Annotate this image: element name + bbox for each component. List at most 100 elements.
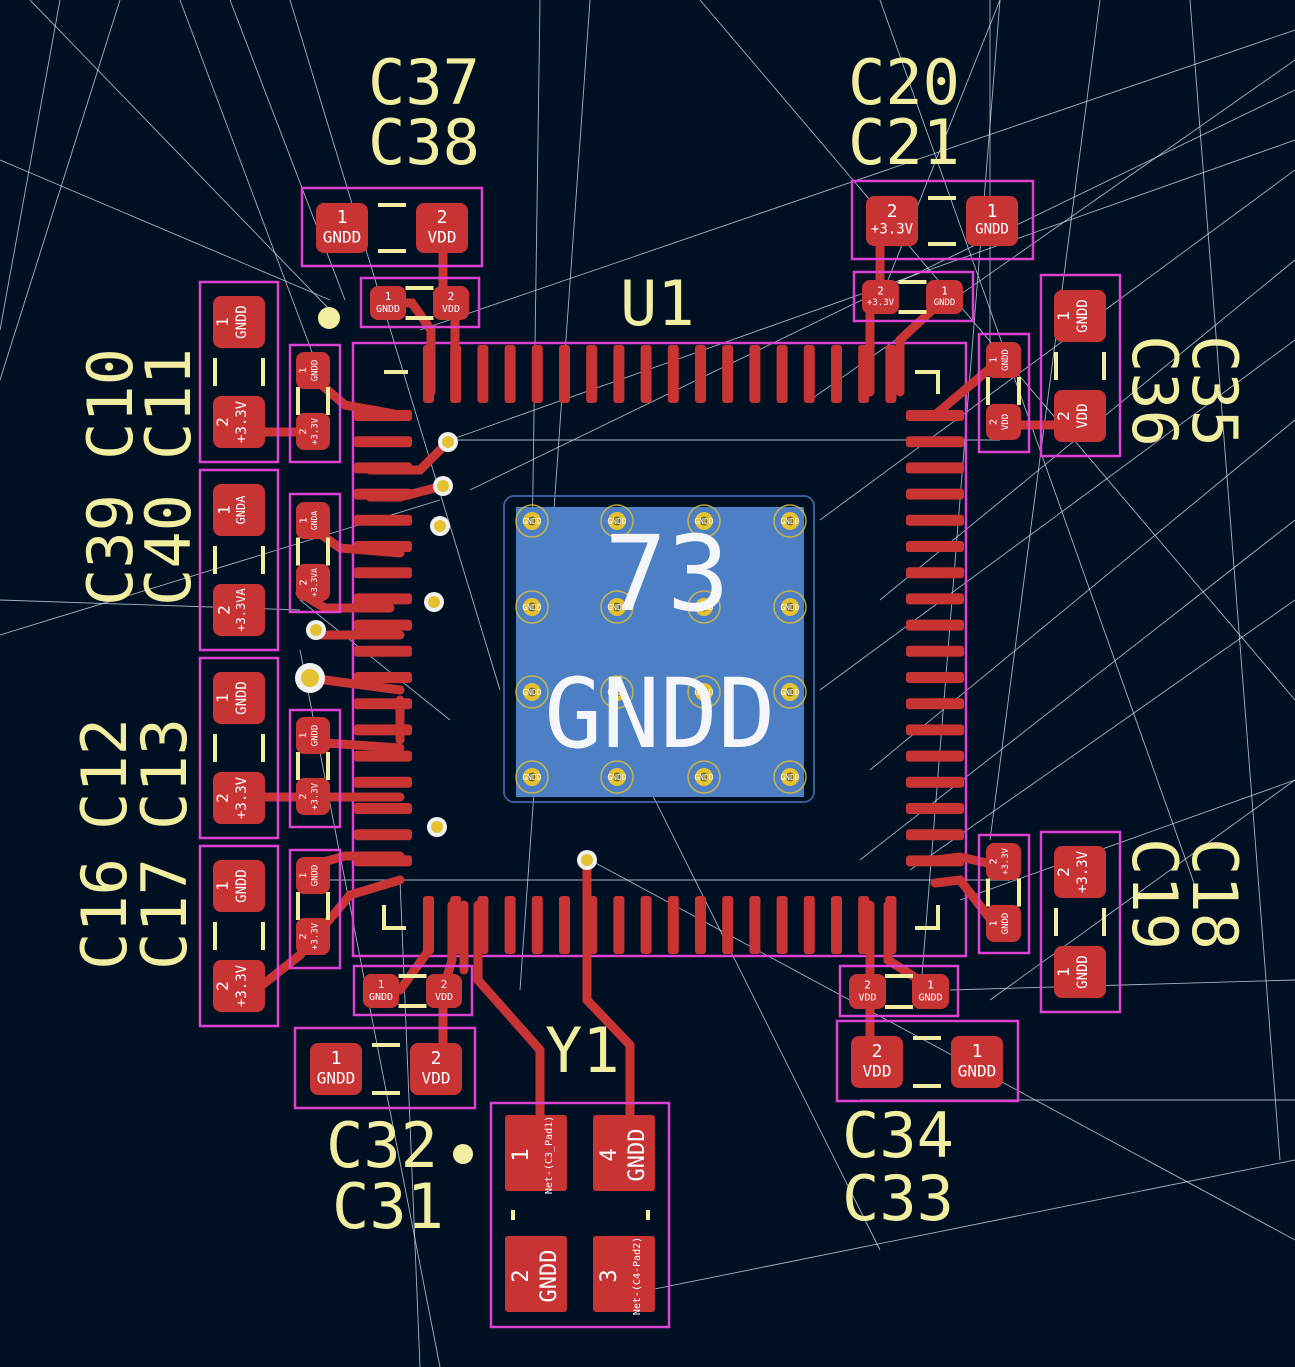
svg-text:2: 2 (988, 858, 999, 864)
svg-text:VDD: VDD (1001, 414, 1011, 430)
svg-text:GNDD: GNDD (1001, 349, 1011, 371)
svg-text:1: 1 (988, 920, 999, 926)
svg-text:1: 1 (298, 732, 309, 738)
svg-text:GNDD: GNDD (1075, 955, 1091, 989)
svg-text:GNDD: GNDD (934, 298, 956, 308)
svg-text:1: 1 (987, 201, 998, 222)
svg-text:1: 1 (972, 1041, 983, 1062)
svg-text:GNDD: GNDD (780, 603, 799, 612)
ref-c10: C10 (74, 348, 147, 460)
svg-text:2: 2 (431, 1048, 442, 1069)
ref-c16: C16 (68, 858, 141, 970)
svg-text:2: 2 (1054, 411, 1073, 421)
svg-text:GNDD: GNDD (607, 603, 626, 612)
ref-c18: C18 (1178, 838, 1251, 950)
svg-text:+3.3V: +3.3V (867, 298, 895, 308)
svg-text:VDD: VDD (858, 993, 876, 1004)
svg-text:VDD: VDD (422, 1068, 451, 1087)
svg-text:GNDD: GNDD (234, 681, 250, 715)
svg-text:2: 2 (213, 793, 232, 803)
svg-text:GNDD: GNDD (607, 773, 626, 782)
svg-text:2: 2 (213, 981, 232, 991)
svg-text:Net-(C3_Pad1): Net-(C3_Pad1) (544, 1116, 555, 1194)
svg-text:+3.3V: +3.3V (1075, 850, 1091, 893)
svg-text:GNDD: GNDD (694, 688, 713, 697)
svg-text:2: 2 (887, 201, 898, 222)
svg-text:1: 1 (927, 979, 934, 992)
svg-text:GNDD: GNDD (234, 869, 250, 903)
svg-text:2: 2 (864, 979, 871, 992)
svg-text:2: 2 (877, 284, 884, 297)
svg-text:GNDD: GNDD (780, 517, 799, 526)
svg-text:GNDD: GNDD (323, 227, 362, 246)
y1-footprint[interactable]: 1 Net-(C3_Pad1) 4 GNDD 2 GNDD 3 Net-(C4-… (489, 1101, 671, 1329)
svg-text:1: 1 (1054, 967, 1073, 977)
svg-text:1: 1 (298, 872, 309, 878)
svg-text:2: 2 (1054, 867, 1073, 877)
svg-text:+3.3V: +3.3V (1001, 847, 1011, 875)
svg-text:VDD: VDD (442, 304, 460, 315)
svg-text:+3.3VA: +3.3VA (234, 588, 248, 632)
ref-c19: C19 (1118, 838, 1191, 950)
svg-text:1: 1 (213, 693, 232, 703)
svg-text:GNDD: GNDD (234, 305, 250, 339)
svg-text:VDD: VDD (428, 227, 457, 246)
svg-text:1: 1 (337, 207, 348, 228)
ref-c34: C34 (842, 1099, 954, 1172)
ref-c21: C21 (848, 106, 960, 179)
svg-text:GNDD: GNDD (918, 993, 942, 1004)
svg-text:GNDD: GNDD (376, 304, 400, 315)
svg-text:2: 2 (437, 207, 448, 228)
vias (295, 432, 597, 870)
svg-text:GNDD: GNDD (694, 603, 713, 612)
svg-text:2: 2 (213, 417, 232, 427)
ref-c33: C33 (842, 1162, 954, 1235)
svg-text:+3.3V: +3.3V (234, 776, 250, 819)
svg-text:+3.3V: +3.3V (871, 222, 914, 238)
svg-text:1: 1 (378, 978, 385, 991)
svg-text:GNDA: GNDA (310, 511, 319, 530)
svg-text:GNDD: GNDD (607, 517, 626, 526)
svg-text:1: 1 (941, 284, 948, 297)
svg-text:GNDD: GNDD (369, 992, 393, 1003)
svg-text:1: 1 (214, 505, 233, 515)
ref-c20: C20 (848, 46, 960, 119)
svg-text:+3.3V: +3.3V (311, 782, 321, 810)
zone-net-label: GNDD (544, 658, 775, 770)
svg-text:1: 1 (1054, 311, 1073, 321)
svg-text:2: 2 (298, 428, 309, 434)
ref-c36: C36 (1118, 335, 1191, 447)
zone-pad-number: 73 (604, 513, 729, 635)
svg-text:1: 1 (213, 317, 232, 327)
ref-c12: C12 (68, 718, 141, 830)
pin1-marker-y1 (453, 1144, 473, 1164)
ref-c13: C13 (128, 718, 201, 830)
svg-text:4: 4 (597, 1148, 622, 1161)
svg-text:2: 2 (214, 605, 233, 615)
svg-text:GNDD: GNDD (1001, 913, 1011, 935)
